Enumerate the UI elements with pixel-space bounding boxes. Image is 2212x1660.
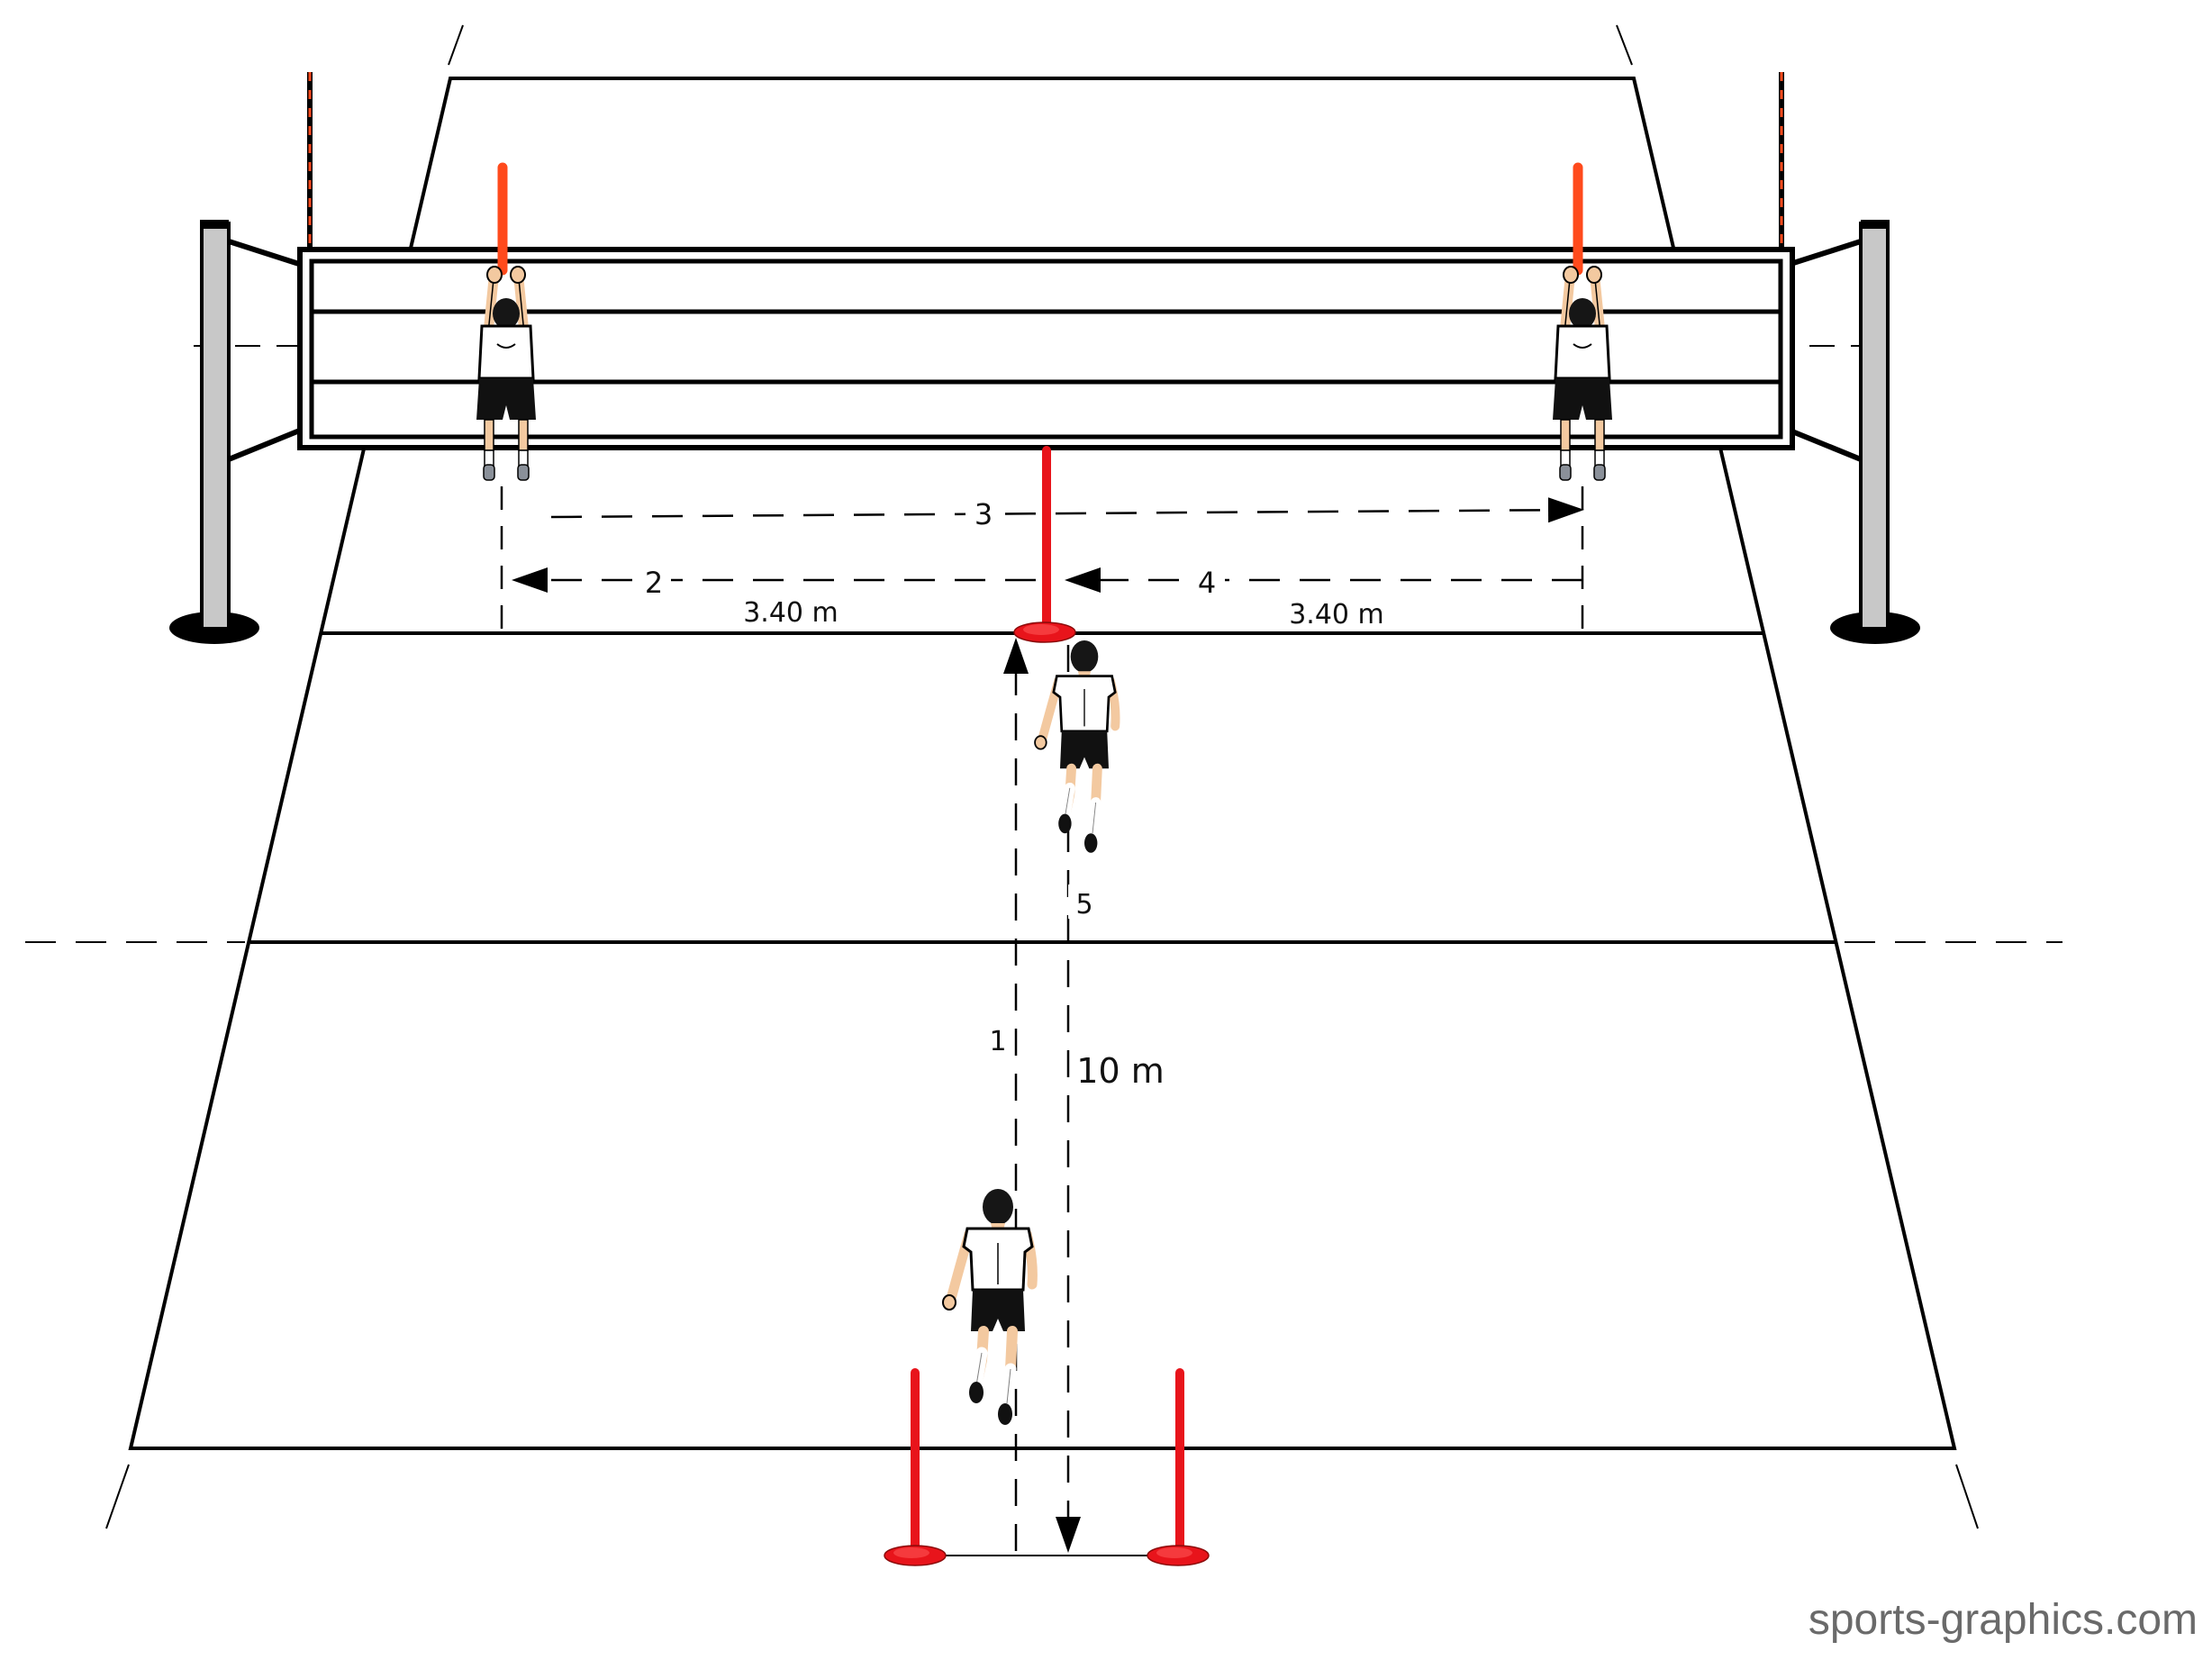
left-sideline-top-extension bbox=[448, 24, 464, 66]
player-running-start bbox=[943, 1189, 1032, 1425]
right-distance-label: 3.40 m bbox=[1289, 599, 1384, 630]
net bbox=[297, 247, 1795, 450]
center-marker-pole bbox=[1013, 446, 1076, 643]
right-sideline-bottom-extension bbox=[1955, 1464, 1979, 1529]
watermark: sports-graphics.com bbox=[1809, 1596, 2198, 1644]
left-sideline-bottom-extension bbox=[105, 1464, 130, 1529]
start-gate-right-pole bbox=[1147, 1368, 1210, 1566]
left-distance-label: 3.40 m bbox=[743, 597, 839, 629]
labels: 3 2 4 3.40 m 3.40 m 5 1 10 m bbox=[635, 495, 1384, 1093]
start-gate-left-pole bbox=[884, 1368, 947, 1566]
net-assembly bbox=[169, 72, 1920, 644]
left-post bbox=[169, 220, 304, 644]
path-1-label: 1 bbox=[989, 1026, 1006, 1057]
path-2-label: 2 bbox=[645, 566, 663, 600]
right-post bbox=[1786, 220, 1920, 644]
path-3-arrow bbox=[550, 497, 1584, 523]
run-length-label: 10 m bbox=[1076, 1051, 1164, 1091]
player-running-mid bbox=[1035, 640, 1115, 853]
path-3-label: 3 bbox=[975, 497, 993, 531]
right-sideline-top-extension bbox=[1616, 24, 1633, 66]
path-5-label: 5 bbox=[1075, 889, 1092, 921]
player-left-blocker bbox=[476, 162, 536, 480]
path-4-label: 4 bbox=[1198, 566, 1216, 600]
player-right-blocker bbox=[1553, 162, 1612, 480]
measurement-lines bbox=[500, 486, 1584, 1556]
court-boundary bbox=[128, 77, 1957, 1450]
